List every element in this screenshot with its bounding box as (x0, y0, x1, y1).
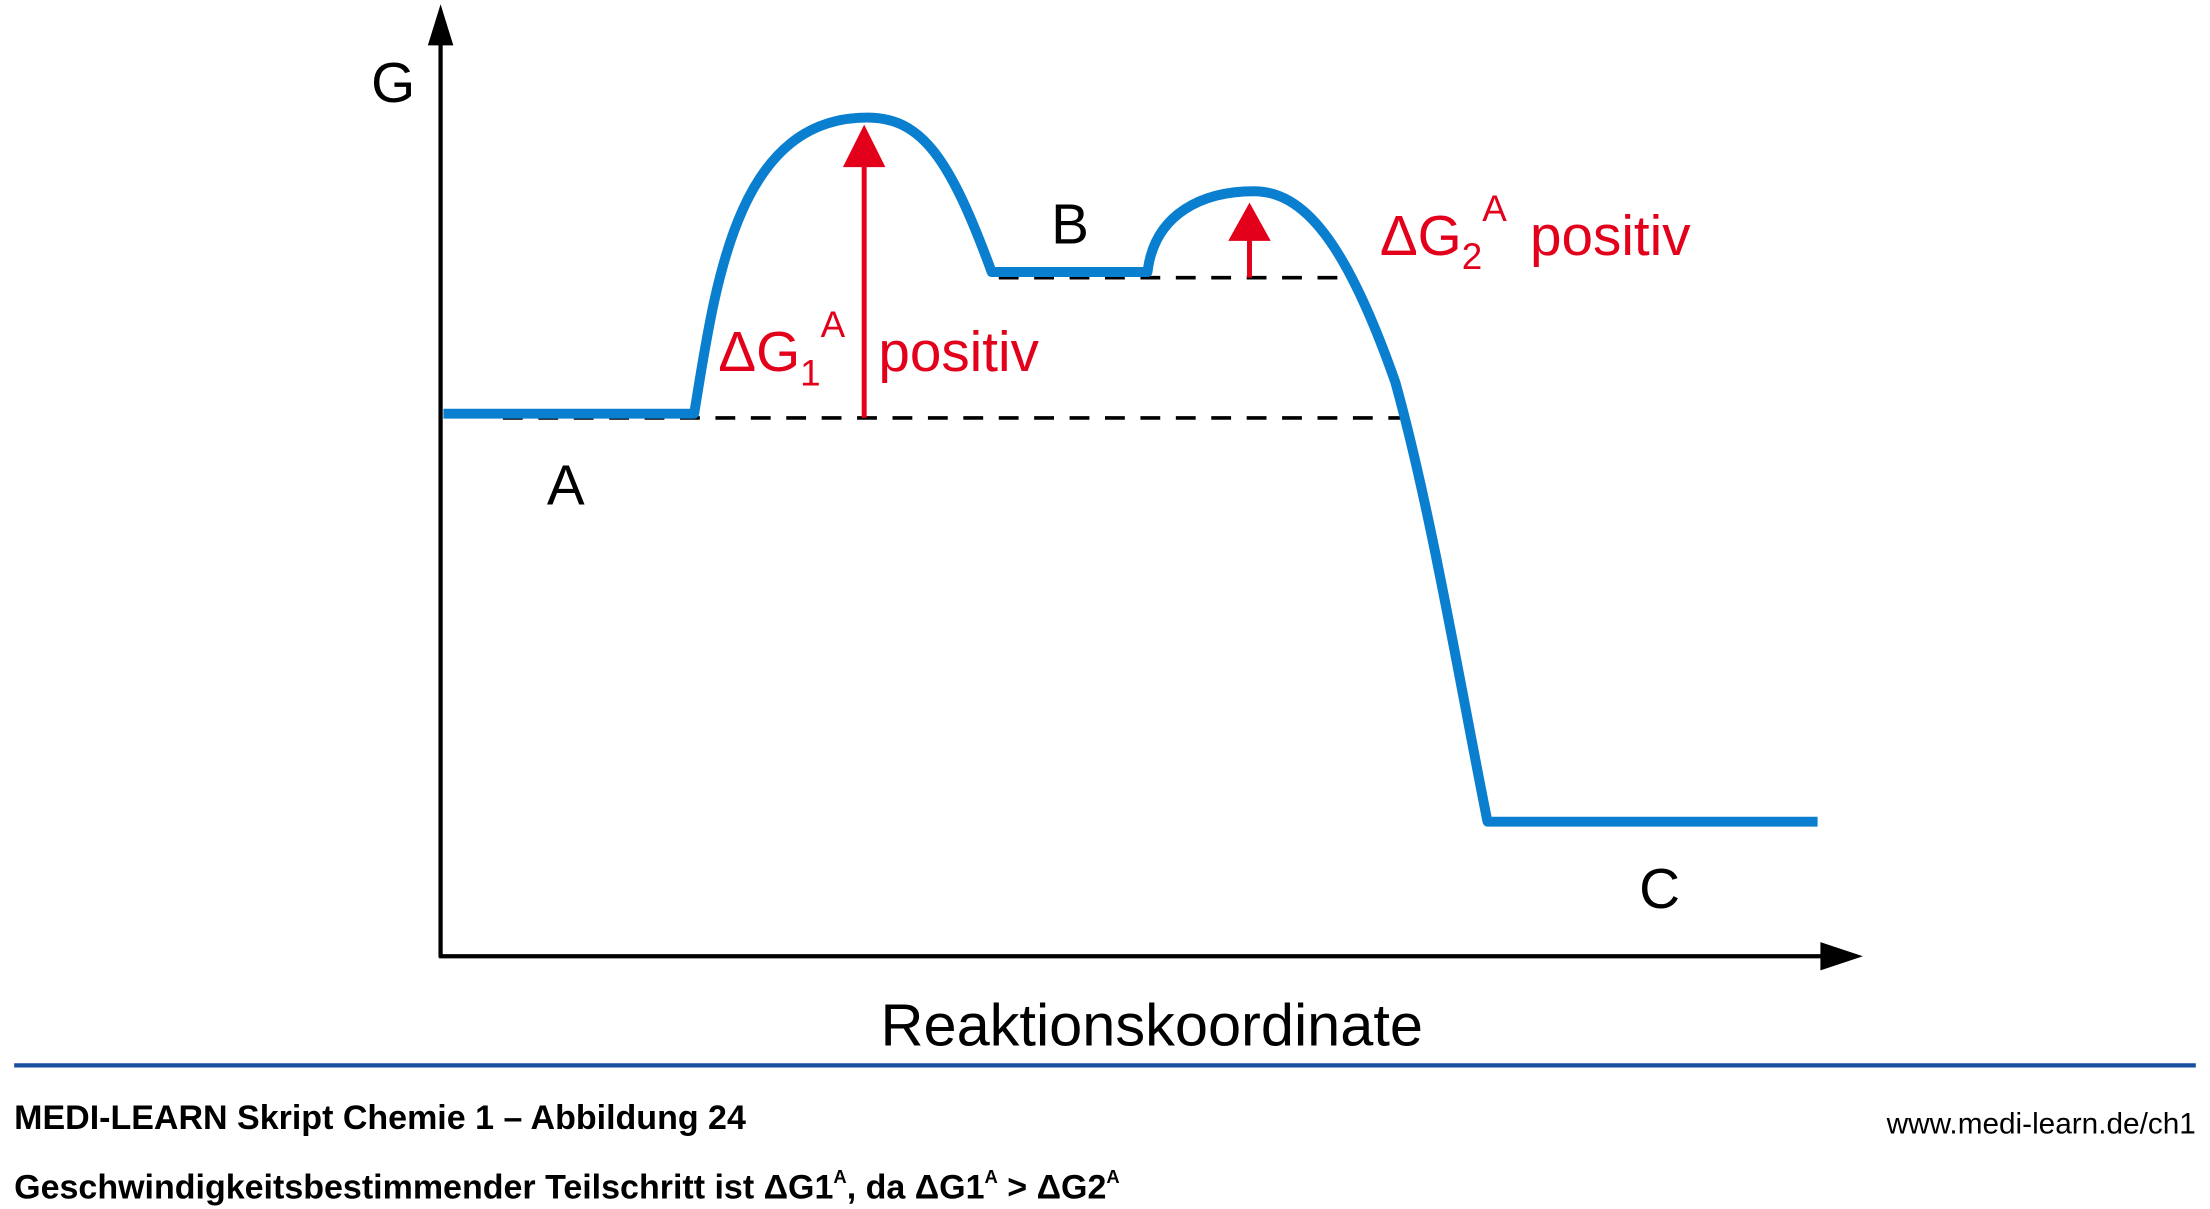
y-axis-label: G (371, 52, 415, 115)
x-axis-arrow-icon (1820, 942, 1863, 971)
footer-url[interactable]: www.medi-learn.de/ch1 (1886, 1107, 2196, 1140)
delta-g2-arrow-head-icon (1228, 202, 1271, 241)
delta-g1-label: ΔG1A (718, 304, 845, 393)
delta-g2-label: ΔG2A (1380, 188, 1507, 277)
state-b-label: B (1051, 194, 1089, 257)
y-axis-arrow-icon (427, 4, 454, 46)
state-c-label: C (1639, 858, 1680, 921)
footer-title: MEDI-LEARN Skript Chemie 1 – Abbildung 2… (14, 1099, 746, 1137)
delta-g1-positiv: positiv (878, 321, 1039, 384)
x-axis-label: Reaktionskoordinate (881, 992, 1423, 1059)
energy-curve (443, 112, 1818, 827)
delta-g1-arrow-head-icon (842, 124, 886, 168)
delta-g2-positiv: positiv (1530, 205, 1691, 268)
state-a-label: A (547, 454, 585, 517)
footer-caption: Geschwindigkeitsbestimmender Teilschritt… (14, 1166, 1120, 1207)
